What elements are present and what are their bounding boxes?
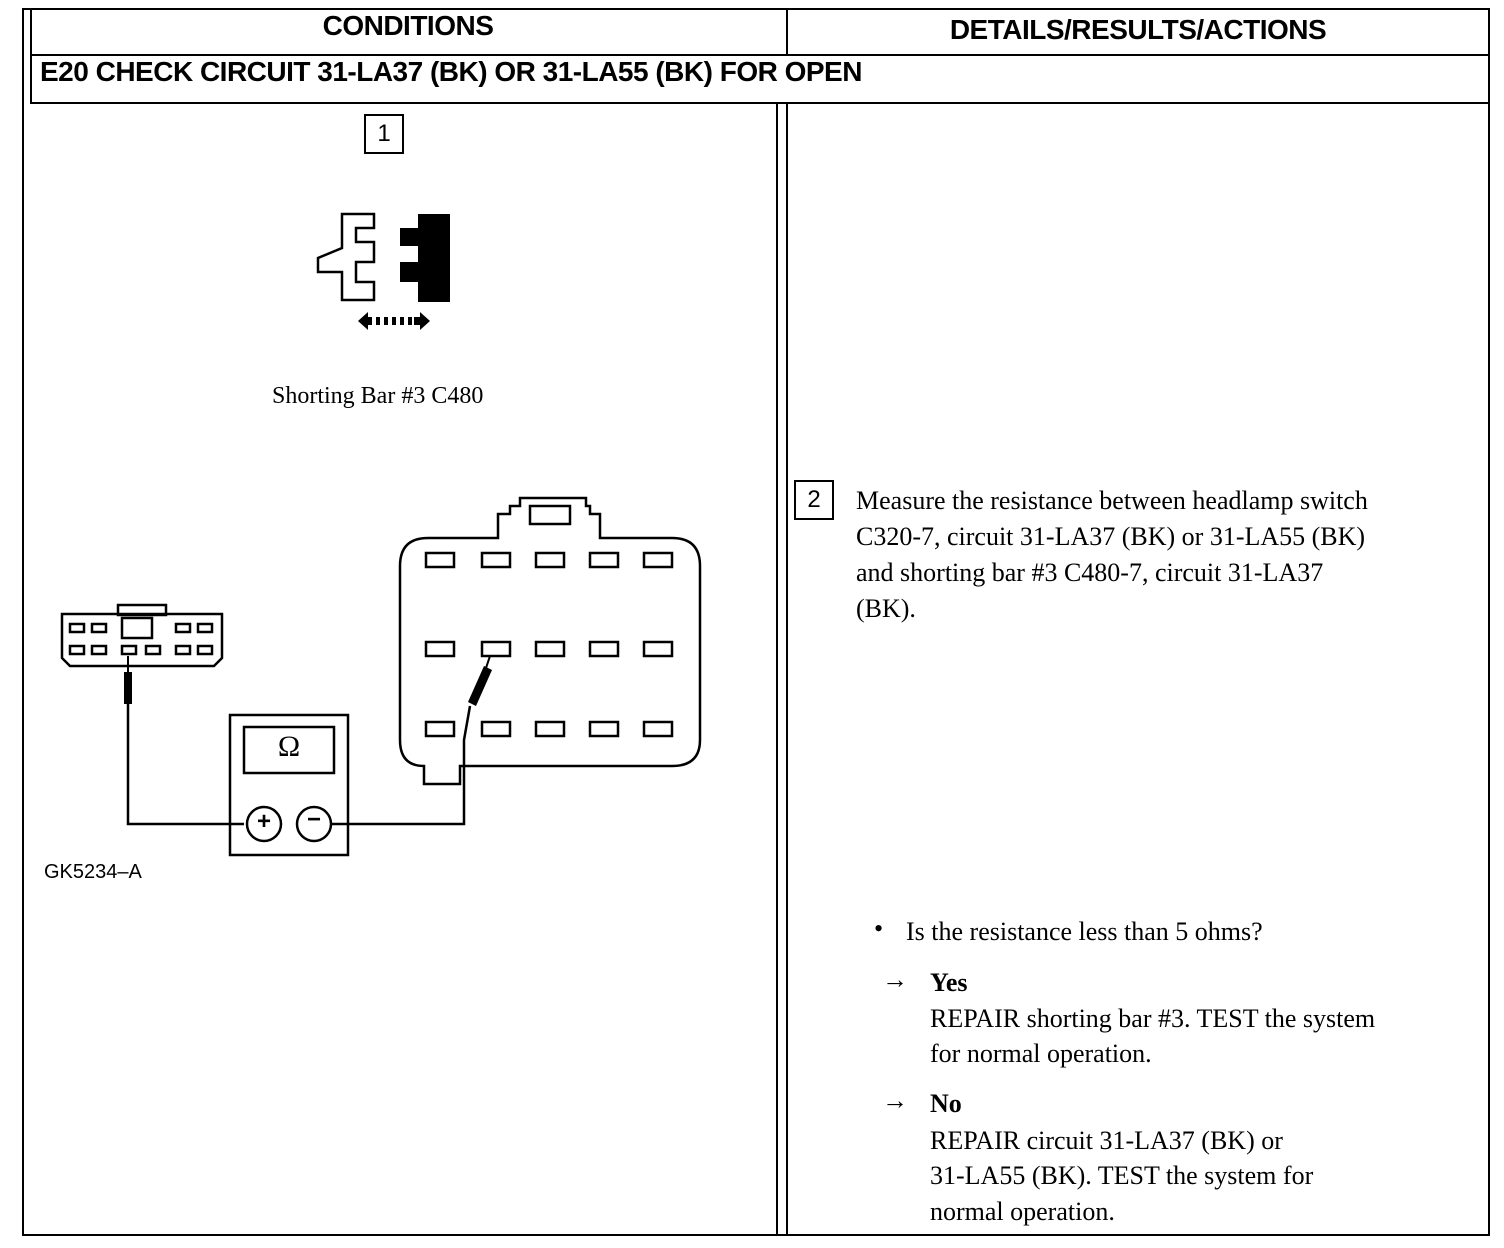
- figure-code: GK5234–A: [44, 861, 142, 883]
- step-1-caption: Shorting Bar #3 C480: [272, 383, 484, 409]
- no-action-line: REPAIR circuit 31-LA37 (BK) or: [930, 1126, 1283, 1155]
- header-divider: [30, 54, 1488, 56]
- yes-label: Yes: [930, 968, 968, 997]
- title-divider: [30, 102, 1488, 104]
- step-title: E20 CHECK CIRCUIT 31-LA37 (BK) OR 31-LA5…: [40, 56, 862, 87]
- step-2-line: C320-7, circuit 31-LA37 (BK) or 31-LA55 …: [856, 522, 1366, 551]
- inner-left-border: [30, 10, 32, 104]
- plus-terminal-symbol: +: [256, 808, 271, 835]
- shorting-bar-c480-connector-icon: [398, 496, 702, 786]
- no-label: No: [930, 1089, 962, 1118]
- column-header-details: DETAILS/RESULTS/ACTIONS: [949, 14, 1327, 45]
- column-divider-top: [786, 8, 788, 54]
- no-arrow-icon: →: [882, 1086, 908, 1115]
- step-2-line: and shorting bar #3 C480-7, circuit 31-L…: [856, 558, 1324, 587]
- shorting-bar-mating-icon: [400, 214, 450, 302]
- headlamp-switch-connector-icon: [60, 603, 224, 668]
- ohm-symbol: Ω: [277, 730, 301, 763]
- yes-action-line: REPAIR shorting bar #3. TEST the system: [930, 1004, 1376, 1033]
- yes-arrow-icon: →: [882, 965, 908, 994]
- step-2-line: (BK).: [856, 594, 916, 623]
- no-action-line: 31-LA55 (BK). TEST the system for: [930, 1161, 1314, 1190]
- minus-terminal-symbol: −: [306, 806, 321, 833]
- step-2-number: 2: [794, 480, 834, 520]
- question-bullet: •: [874, 914, 884, 943]
- disconnect-arrow-icon: [358, 312, 430, 330]
- ohmmeter-icon: [228, 713, 350, 857]
- body-divider-right: [786, 102, 788, 1234]
- shorting-bar-connector-icon: [316, 212, 376, 302]
- yes-action-line: for normal operation.: [930, 1039, 1152, 1068]
- table-frame: [22, 8, 1490, 1236]
- no-action-line: normal operation.: [930, 1197, 1115, 1226]
- column-header-conditions: CONDITIONS: [322, 10, 494, 41]
- probe-right-icon: [330, 655, 492, 826]
- probe-left-icon: [124, 656, 244, 826]
- step-2-line: Measure the resistance between headlamp …: [856, 486, 1368, 515]
- column-divider-body: [776, 102, 778, 1234]
- step-1-number: 1: [364, 114, 404, 154]
- question-text: Is the resistance less than 5 ohms?: [906, 917, 1263, 946]
